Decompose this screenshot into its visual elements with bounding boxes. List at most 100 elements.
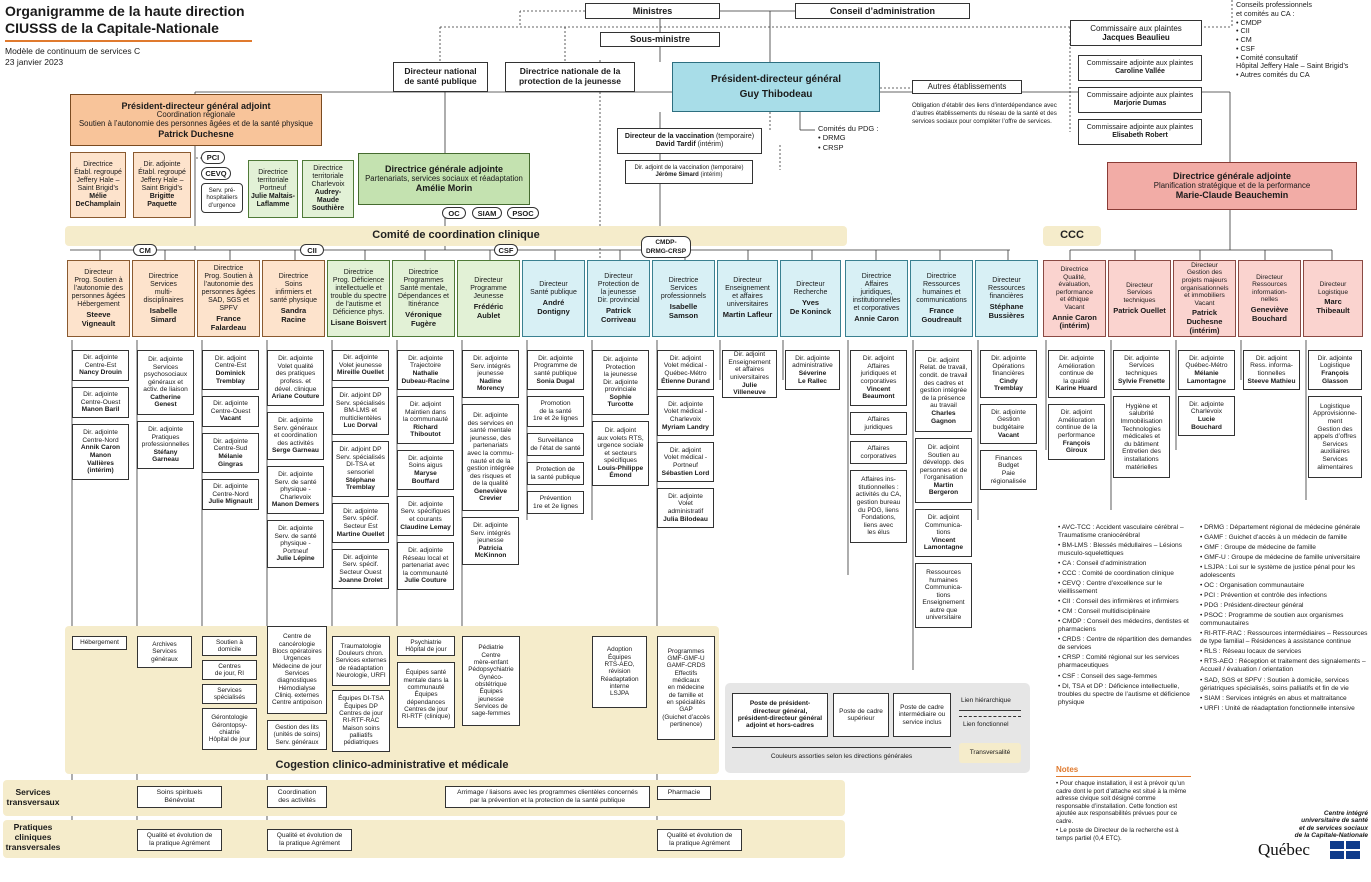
direction-name: Marc Thibeault xyxy=(1316,297,1350,316)
adjoint-title: Dir. adjoint Enseignement et affaires un… xyxy=(728,351,771,381)
adjoint-name: Claudine Lemay xyxy=(400,523,451,531)
adjoint-title: Dir. adjointe Centre-Est xyxy=(83,354,118,369)
adjoint-title: Dir. adjoint Communica- tions xyxy=(924,514,963,537)
adjoint-name: Vacant xyxy=(219,415,242,423)
adjoint-title: Promotion de la santé 1re et 2e lignes xyxy=(532,400,579,423)
acronym-item: • RTS-AEO : Réception et traitement des … xyxy=(1200,658,1366,674)
transversal-label: Soins spirituels Bénévolat xyxy=(156,789,203,804)
acronym-item: • CRDS : Centre de répartition des deman… xyxy=(1058,636,1192,652)
logo-line: universitaire de santé xyxy=(1301,817,1368,825)
transversal-label: Coordination des activités xyxy=(277,789,317,804)
page-title-line2: CIUSSS de la Capitale-Nationale xyxy=(5,20,219,36)
adjoint-name: François Glasson xyxy=(1321,370,1349,385)
pratique-label: Qualité et évolution de la pratique Agré… xyxy=(146,832,213,847)
legend-cadre-sup-label: Poste de cadre supérieur xyxy=(839,707,883,722)
ccc-short-title: CCC xyxy=(1060,229,1084,241)
acronym-item: • OC : Organisation communautaire xyxy=(1200,582,1305,590)
autres-etab-label: Autres établissements xyxy=(927,82,1007,92)
adjoint-name: Nathalie Dubeau-Racine xyxy=(401,370,450,385)
adjoint-title: Dir. adjoint Ress. informa- tionnelles xyxy=(1250,354,1293,377)
commissaire-title: Commissaire aux plaintes xyxy=(1090,23,1182,33)
small-dir-jeffery: Directrice Établ. regroupé Jeffery Hale … xyxy=(70,152,126,218)
notes: Notes • Pour chaque installation, il est… xyxy=(1056,765,1191,845)
direction-name: Frédéric Aublet xyxy=(473,301,504,320)
commissaire-adjointe-title: Commissaire adjointe aux plaintes xyxy=(1086,59,1194,67)
adjoint-name: Sylvie Frenette xyxy=(1118,377,1165,385)
cogestion-box: Pédiatrie Centre mère-enfant Pédopsychia… xyxy=(462,636,520,726)
adjoint-title: Dir. adjointe administrative xyxy=(792,354,833,370)
adjoint-title: Dir. adjointe Serv. de santé physique - … xyxy=(274,471,317,501)
direction-name: Isabelle Samson xyxy=(668,301,699,320)
adjoint-name: Dominick Tremblay xyxy=(215,370,246,385)
adjoint-box: Hygiène et salubrité Immobilisation Tech… xyxy=(1113,396,1170,478)
pratiques-label: Pratiques cliniques transversales xyxy=(5,822,61,852)
vacc-adj-interim: (intérim) xyxy=(700,172,723,178)
adjoint-box: Protection de la santé publique xyxy=(527,462,584,485)
direction-title: Directrice Services professionnels xyxy=(660,276,707,300)
adjoint-title: Dir. adjoint Relat. de travail, condit. … xyxy=(919,356,968,410)
adjoint-title: Protection de la santé publique xyxy=(530,465,581,481)
pdga-line2: Soutien à l’autonomie des personnes âgée… xyxy=(78,119,314,128)
adjoint-box: Affaires corporatives xyxy=(850,441,907,464)
ciusss-logo: Centre intégré universitaire de santé et… xyxy=(1230,810,1368,840)
legend-pdg: Poste de président- directeur général, p… xyxy=(732,693,828,737)
commissaire-adjointe-name: Marjorie Dumas xyxy=(1113,100,1167,107)
commissaire-box: Commissaire aux plaintes Jacques Beaulie… xyxy=(1070,20,1202,46)
adjoint-box: Dir. adjoint Enseignement et affaires un… xyxy=(722,350,777,398)
adjoint-title: Dir. adjointe Services techniques xyxy=(1124,354,1159,377)
pci-oval: PCI xyxy=(201,151,225,164)
cogestion-label: Soutien à domicile xyxy=(215,638,243,653)
small-dir-name: Mélie DeChamplain xyxy=(75,193,121,209)
cogestion-box: Gestion des lits (unités de soins) Serv.… xyxy=(267,720,327,750)
cmdp-drmg-crsp-oval: CMDP- DRMG-CRSP xyxy=(641,236,691,258)
adjoint-name: Mélanie Lamontagne xyxy=(1186,370,1227,385)
direction-title: Directeur Services techniques xyxy=(1123,281,1156,304)
title-underline xyxy=(5,40,252,42)
adjoint-name: Ariane Couture xyxy=(271,393,320,401)
direction-name: Lisane Boisvert xyxy=(330,318,387,328)
adjoint-box: Dir. adjoint Soutien au développ. des pe… xyxy=(915,438,972,503)
cogestion-band-title: Cogestion clinico-administrative et médi… xyxy=(275,759,509,771)
direction-name: Isabelle Simard xyxy=(149,305,178,324)
direction-box: Directrice Services multi- disciplinaire… xyxy=(132,260,195,337)
adjoint-box: Dir. adjointe Pratiques professionnelles… xyxy=(137,421,194,469)
adjoint-name: Joanne Drolet xyxy=(338,576,383,584)
direction-box: Directeur Gestion des projets majeurs or… xyxy=(1173,260,1236,337)
legend-lien-fonc-line xyxy=(959,716,1021,717)
adjoint-title: Dir. adjointe Services psychosociaux gén… xyxy=(143,355,188,394)
direction-name: Steeve Vigneault xyxy=(81,309,116,328)
adjoint-title: Dir. adjointe Amélioration continue de l… xyxy=(1058,355,1095,385)
territoriale-name: Audrey-Maude Southière xyxy=(311,189,345,213)
acronym-item: • GMF : Groupe de médecine de famille xyxy=(1200,544,1316,552)
adjoint-name: Martin Bergeron xyxy=(928,481,959,497)
direction-box: Directrice Prog. Soutien à l’autonomie d… xyxy=(197,260,260,337)
cogestion-box: Services spécialisés xyxy=(202,684,257,704)
commissaire-adjointe-name: Elisabeth Robert xyxy=(1112,132,1168,139)
cevq-oval: CEVQ xyxy=(201,167,231,180)
dir-sante-publique-nat-label: Directeur national de santé publique xyxy=(404,66,477,86)
adjoint-title: Dir. adjointe Serv. intégrés jeunesse xyxy=(470,522,511,545)
ministres-label: Ministres xyxy=(632,5,673,16)
serv-prehospitaliers-label: Serv. pré- hospitaliers d’urgence xyxy=(206,187,238,209)
acronym-item: • RLS : Réseau locaux de services xyxy=(1200,648,1302,656)
territoriale-name: Julie Maltais- Laflamme xyxy=(251,193,295,209)
psoc-oval: PSOC xyxy=(507,207,539,219)
adjoint-title: Hygiène et salubrité Immobilisation Tech… xyxy=(1120,402,1163,471)
cogestion-label: Équipes santé mentale dans la communauté… xyxy=(401,669,451,721)
legend-cadre-sup: Poste de cadre supérieur xyxy=(833,693,889,737)
adjoint-title: Affaires corporatives xyxy=(860,444,897,460)
dir-territoriale-portneuf: Directrice territoriale Portneuf Julie M… xyxy=(248,160,298,218)
logo-line: et de services sociaux xyxy=(1298,824,1368,832)
dir-sante-publique-nat: Directeur national de santé publique xyxy=(393,62,488,92)
oc-oval: OC xyxy=(442,207,466,219)
pdg-title: Président-directeur général xyxy=(710,74,842,85)
acronym-item: • CM : Conseil multidisciplinaire xyxy=(1058,608,1151,616)
adjoint-box: Ressources humaines Communica- tions Ens… xyxy=(915,563,972,628)
pdga-line1: Coordination régionale xyxy=(156,110,236,120)
